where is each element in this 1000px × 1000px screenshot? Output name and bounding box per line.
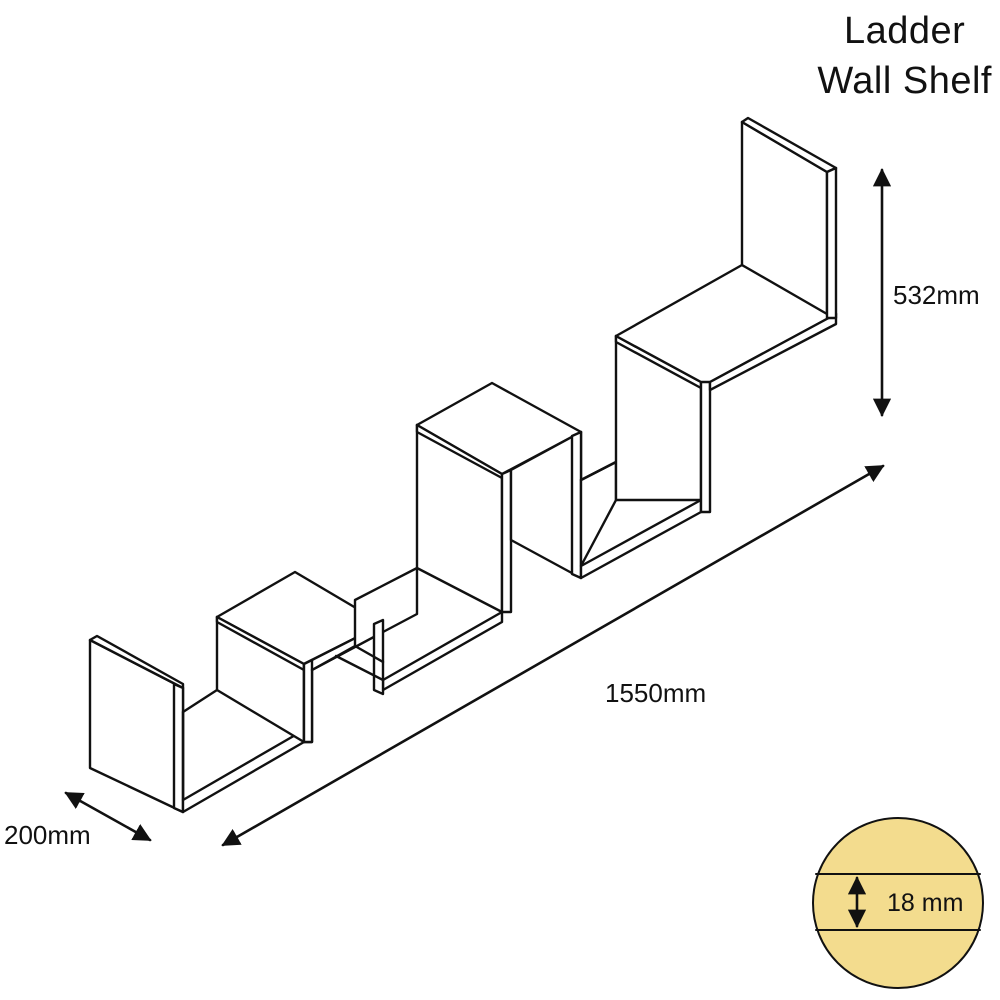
shelf-unit-6	[614, 334, 712, 514]
box-6-front-edge	[699, 376, 712, 514]
product-title: Ladder Wall Shelf	[817, 6, 992, 106]
length-dimension-arrow	[221, 464, 885, 847]
title-line-1: Ladder	[844, 10, 966, 52]
wood-swatch-circle	[812, 817, 984, 989]
tall-box-front-edge	[500, 468, 513, 614]
right-back-panel-side-edge	[825, 166, 838, 320]
thickness-label: 18 mm	[887, 889, 964, 917]
length-label: 1550mm	[605, 678, 707, 708]
depth-label: 200mm	[4, 820, 91, 850]
cube-2-front-edge	[302, 658, 314, 744]
tall-box-right-edge	[570, 430, 583, 580]
height-label: 532mm	[893, 280, 980, 310]
left-end-panel-top-edge	[88, 634, 185, 690]
shelf-unit-4	[415, 381, 583, 614]
shelf-unit-7	[614, 116, 838, 392]
back-edge-1	[181, 688, 219, 714]
left-end-panel-side-edge	[172, 682, 185, 814]
depth-dimension-arrow	[64, 791, 152, 842]
left-end-panel	[88, 638, 185, 814]
shelf-board-1	[181, 728, 306, 814]
top-shelf-board-edge	[708, 312, 838, 392]
title-line-2: Wall Shelf	[817, 60, 992, 102]
wood-thickness-swatch	[812, 817, 984, 989]
